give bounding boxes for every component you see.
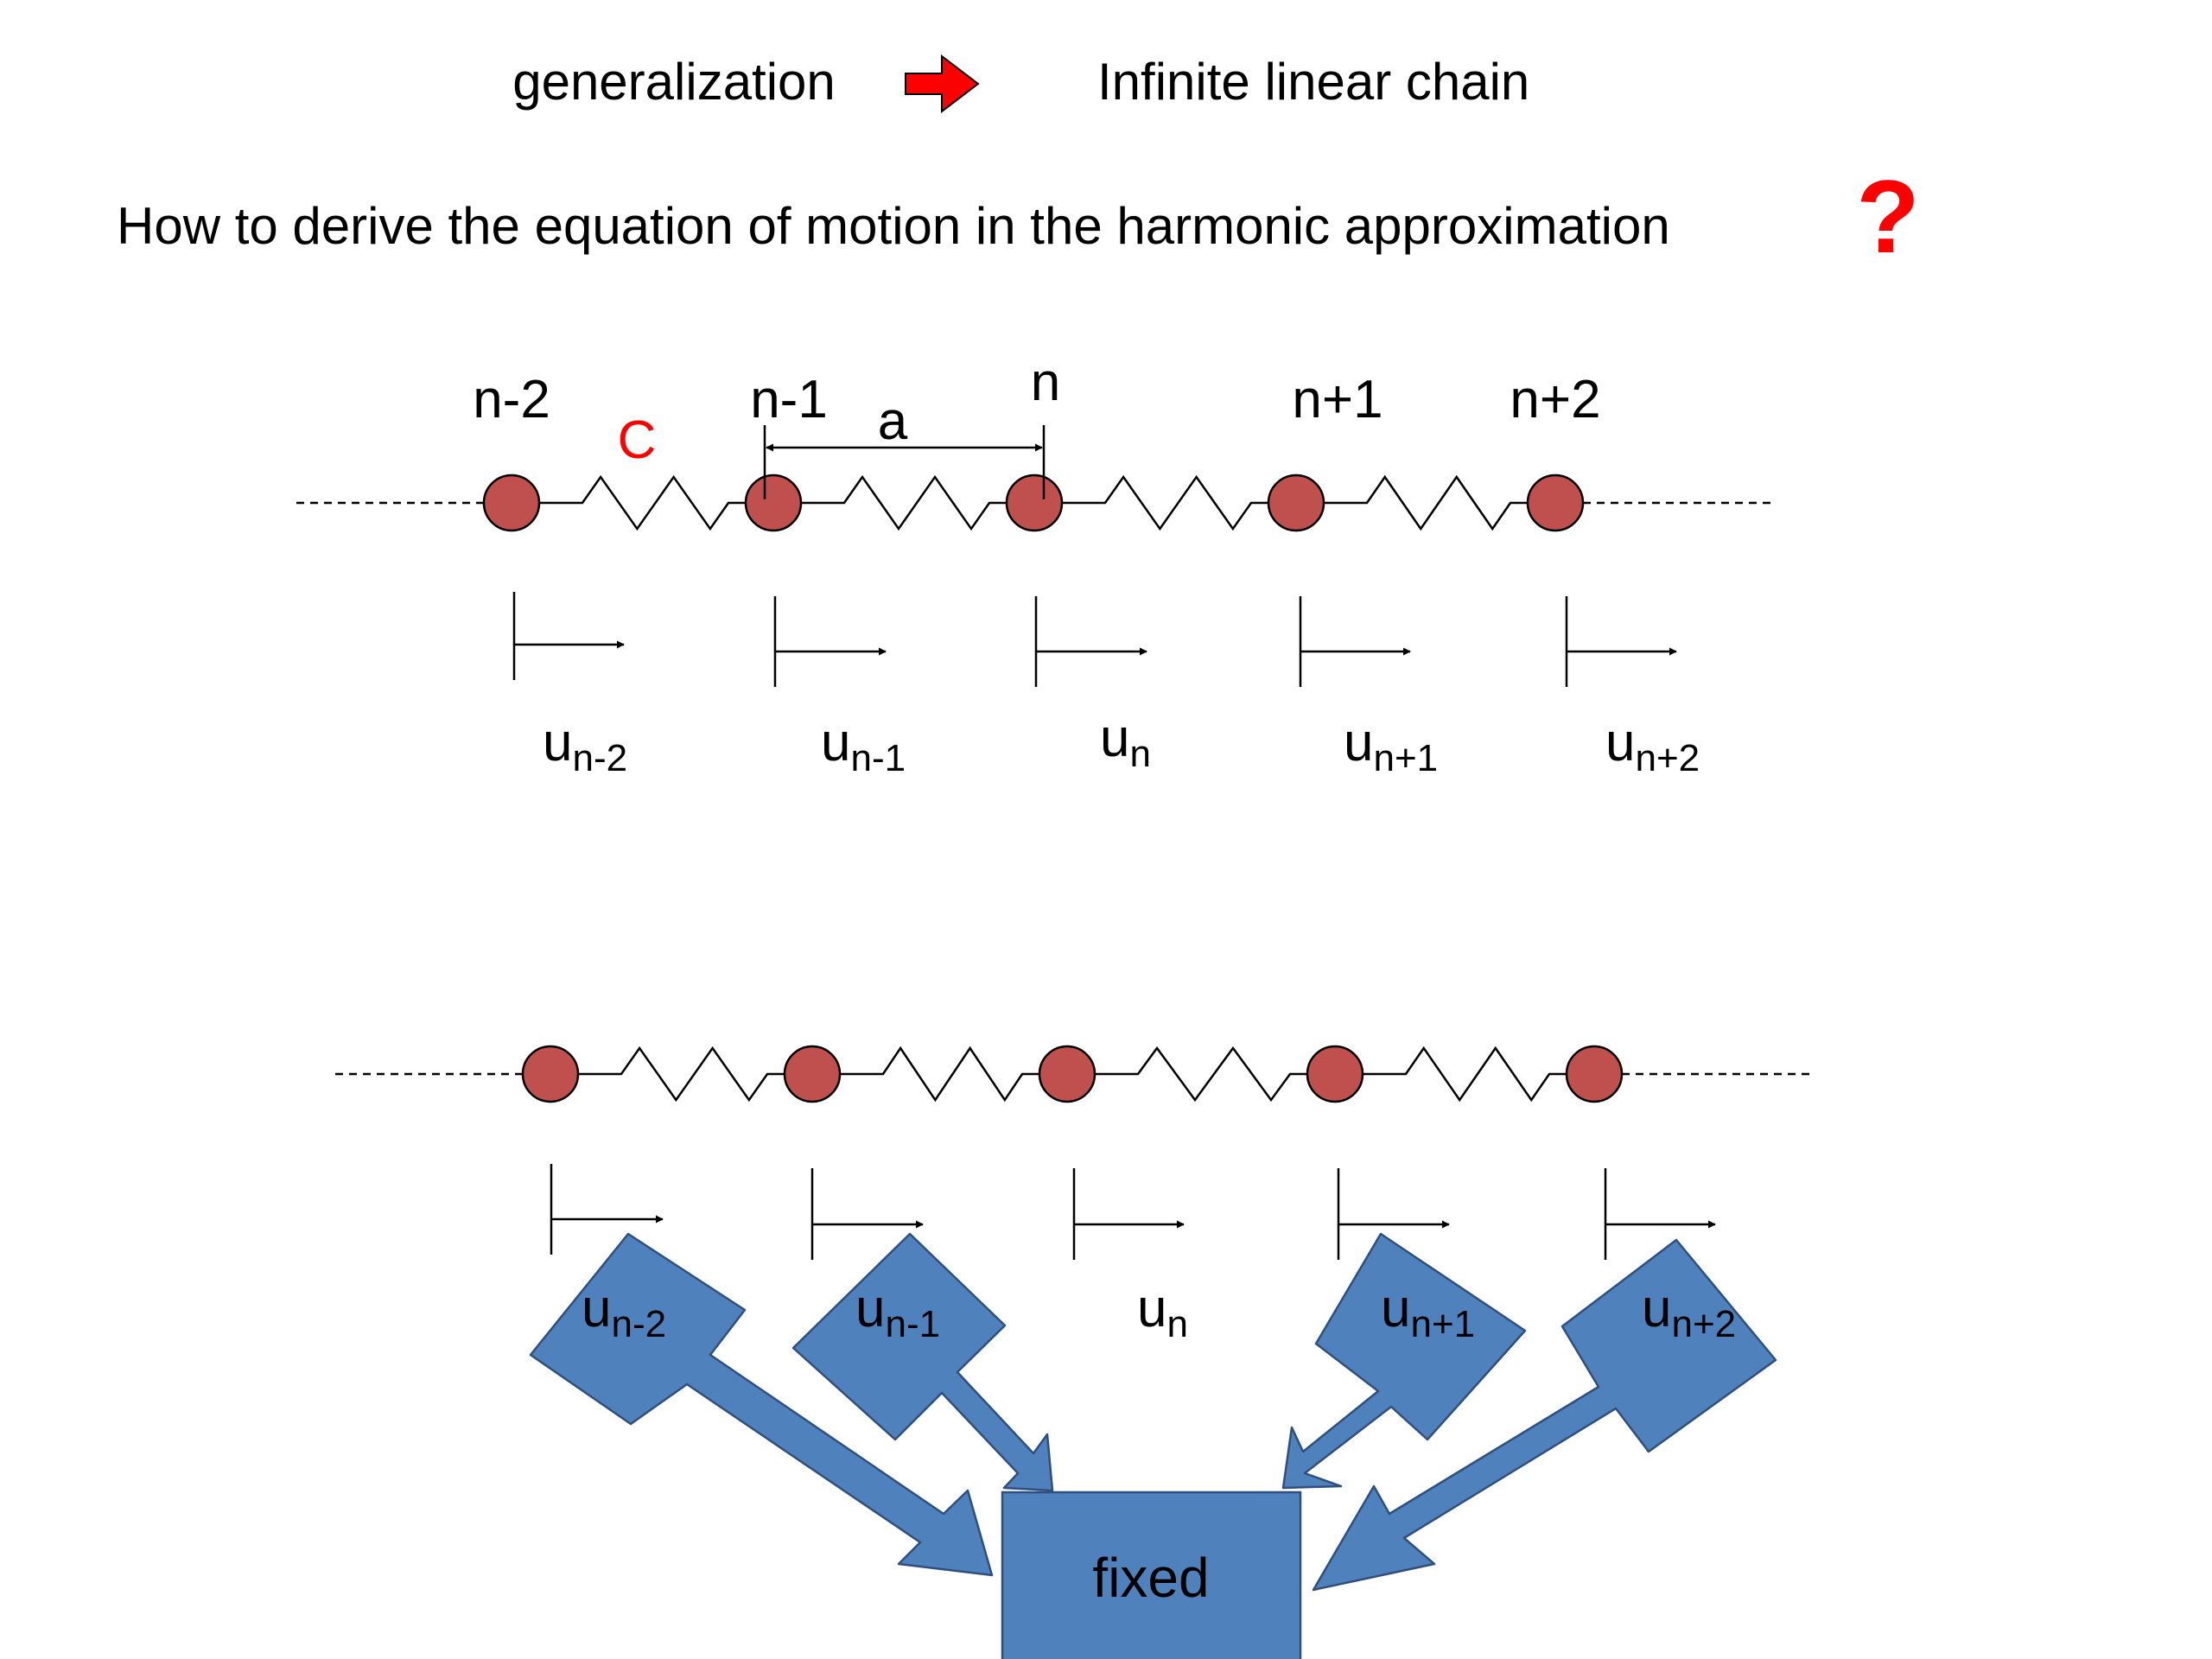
callout-label-u-n-2: un-2 (582, 1279, 666, 1345)
bottom-atom-2 (783, 1045, 842, 1103)
site-label-n-2: n-2 (473, 370, 550, 429)
top-displacement-arrow-4 (1299, 596, 1411, 687)
callout-label-u-n+1: un+1 (1381, 1279, 1475, 1345)
bottom-displacement-arrow-4 (1337, 1168, 1450, 1260)
bottom-displacement-arrow-3 (1072, 1168, 1185, 1260)
svg-text:un+2: un+2 (1642, 1279, 1736, 1345)
question-text: How to derive the equation of motion in … (117, 197, 1670, 255)
callout-label-u-n-1: un-1 (855, 1279, 940, 1345)
svg-text:un-2: un-2 (543, 713, 627, 779)
svg-text:un-1: un-1 (855, 1279, 940, 1345)
svg-text:un: un (1100, 709, 1151, 775)
callout-label-u-n+2: un+2 (1642, 1279, 1736, 1345)
displacement-label-u-n+2: un+2 (1605, 713, 1700, 779)
callout-arrow-u-n-1 (791, 1232, 1054, 1492)
bottom-displacement-arrow-1 (550, 1164, 664, 1255)
top-spring-4 (1324, 474, 1528, 531)
fixed-box: fixed (1001, 1491, 1302, 1659)
svg-text:un+2: un+2 (1605, 713, 1700, 779)
site-labels: n-2 n-1 n n+1 n+2 (473, 353, 1600, 429)
svg-text:un+1: un+1 (1381, 1279, 1475, 1345)
bottom-atom-1 (521, 1045, 580, 1103)
header-right-text: Infinite linear chain (1097, 53, 1529, 111)
header-left-text: generalization (512, 53, 836, 111)
bottom-atom-3 (1038, 1045, 1096, 1103)
top-chain (296, 474, 1771, 687)
top-displacement-arrow-1 (512, 592, 625, 680)
top-displacement-arrow-2 (773, 596, 887, 687)
svg-text:un: un (1137, 1279, 1188, 1345)
bottom-chain (335, 1045, 1810, 1260)
bottom-displacement-arrow-2 (810, 1168, 924, 1260)
top-displacement-arrow-5 (1565, 596, 1677, 687)
top-displacement-arrow-3 (1034, 596, 1147, 687)
displacement-label-u-n-2: un-2 (543, 713, 627, 779)
svg-text:un-2: un-2 (582, 1279, 666, 1345)
spring-constant-label: C (618, 410, 657, 470)
top-spring-2 (801, 474, 1007, 531)
top-atom-5 (1526, 474, 1585, 532)
fixed-label: fixed (1092, 1547, 1209, 1609)
top-atom-2 (744, 474, 803, 532)
callout-labels: un-2 un-1 un un+1 un+2 (582, 1279, 1736, 1345)
question-mark: ? (1856, 159, 1919, 275)
center-label-u-n: un (1137, 1279, 1188, 1345)
red-right-arrow-icon (905, 54, 980, 114)
site-label-n+2: n+2 (1510, 370, 1600, 429)
bottom-displacement-arrow-5 (1604, 1168, 1716, 1260)
callout-arrow-u-n+1 (1281, 1232, 1527, 1490)
top-spring-1 (539, 474, 746, 531)
site-label-n: n (1031, 353, 1060, 412)
bottom-spring-4 (1363, 1046, 1567, 1103)
callout-arrow-u-n-2 (529, 1232, 994, 1577)
svg-text:un+1: un+1 (1344, 713, 1438, 779)
bottom-atom-4 (1306, 1045, 1364, 1103)
top-spring-3 (1062, 474, 1268, 531)
bottom-spring-1 (578, 1046, 785, 1103)
svg-text:un-1: un-1 (821, 713, 906, 779)
displacement-label-u-n-1: un-1 (821, 713, 906, 779)
lattice-spacing-dimension (763, 425, 1046, 499)
callout-arrow-u-n+2 (1312, 1238, 1777, 1592)
site-label-n+1: n+1 (1292, 370, 1382, 429)
callout-arrows (529, 1232, 1777, 1592)
bottom-spring-3 (1095, 1046, 1307, 1103)
site-label-n-1: n-1 (750, 370, 828, 429)
displacement-label-u-n+1: un+1 (1344, 713, 1438, 779)
top-displacement-labels: un-2 un-1 un un+1 un+2 (543, 709, 1700, 779)
top-atom-3 (1005, 474, 1064, 532)
top-atom-1 (482, 474, 541, 532)
displacement-label-u-n: un (1100, 709, 1151, 775)
lattice-spacing-label: a (878, 391, 908, 451)
bottom-spring-2 (840, 1046, 1039, 1103)
top-atom-4 (1267, 474, 1325, 532)
bottom-atom-5 (1565, 1045, 1624, 1103)
